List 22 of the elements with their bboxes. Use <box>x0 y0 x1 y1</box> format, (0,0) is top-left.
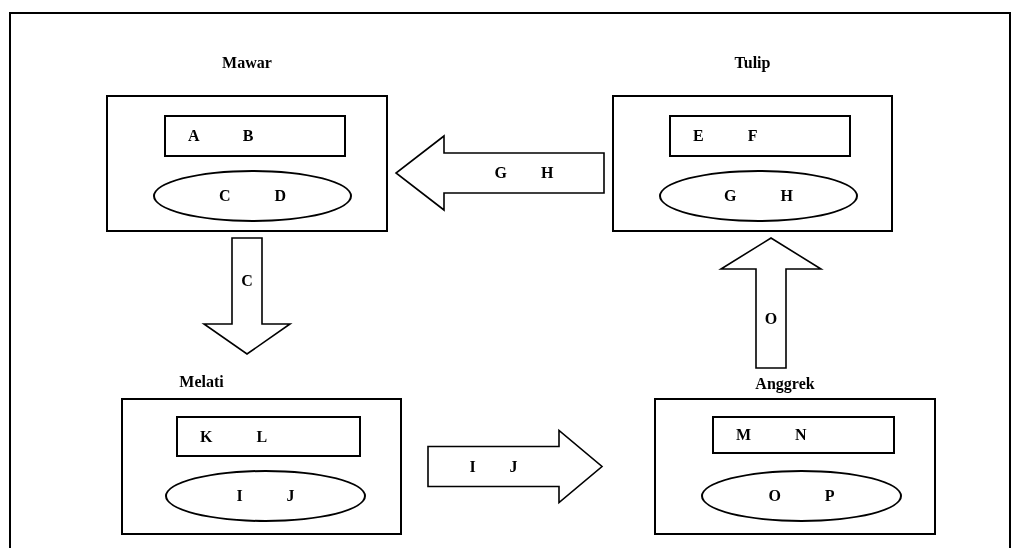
shape-label: E F <box>693 126 758 146</box>
shape-label: C D <box>218 186 287 206</box>
box-heading: Tulip <box>734 53 771 74</box>
rectangle-shape <box>669 115 851 157</box>
rectangle-shape <box>164 115 346 157</box>
edge-label: G H <box>494 165 554 181</box>
shape-label: K L <box>200 426 268 447</box>
block-arrow <box>718 237 824 369</box>
block-arrow <box>201 237 293 355</box>
box-heading: Mawar <box>222 53 272 73</box>
shape-label: O P <box>768 486 835 506</box>
shape-label: I J <box>236 486 295 506</box>
shape-label: G H <box>724 186 793 206</box>
box-heading: Anggrek <box>755 374 815 395</box>
rectangle-shape <box>712 416 895 454</box>
box-heading: Melati <box>179 372 224 392</box>
edge-label: C <box>241 273 253 289</box>
rectangle-shape <box>176 416 361 457</box>
shape-label: M N <box>736 425 807 445</box>
block-arrow <box>394 134 605 212</box>
block-arrow <box>427 428 604 505</box>
shape-label: A B <box>188 126 254 146</box>
